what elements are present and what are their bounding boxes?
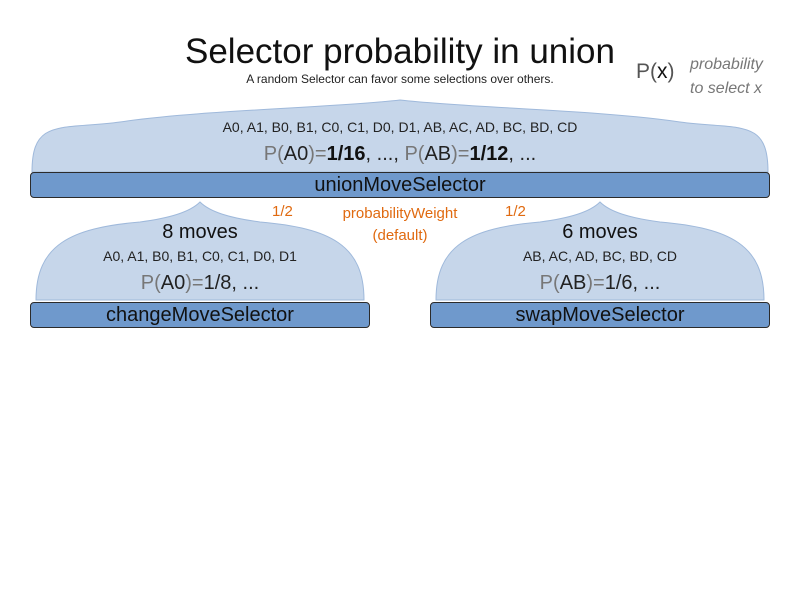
swap-move-count: 6 moves [562,221,638,243]
page-subtitle: A random Selector can favor some selecti… [246,72,554,86]
change-move-count: 8 moves [162,221,238,243]
swap-arch [435,201,765,301]
page-title: Selector probability in union [185,32,615,71]
swap-move-selector: swapMoveSelector [430,302,770,328]
swap-probability: P(AB)=1/6, ... [539,272,661,294]
union-probabilities: P(A0)=1/16, ..., P(AB)=1/12, ... [263,143,537,165]
change-arch [35,201,365,301]
union-move-selector: unionMoveSelector [30,172,770,198]
change-move-selector: changeMoveSelector [30,302,370,328]
legend-symbol: P(x) [636,60,675,83]
weight-left: 1/2 [272,203,293,220]
probability-weight-label: probabilityWeight (default) [342,205,458,244]
union-selections: A0, A1, B0, B1, C0, C1, D0, D1, AB, AC, … [222,119,578,135]
change-probability: P(A0)=1/8, ... [140,272,260,294]
legend-description: probability to select x [690,56,763,97]
union-arch [31,99,769,173]
change-selections: A0, A1, B0, B1, C0, C1, D0, D1 [103,248,297,264]
swap-selections: AB, AC, AD, BC, BD, CD [522,248,678,264]
weight-right: 1/2 [505,203,526,220]
